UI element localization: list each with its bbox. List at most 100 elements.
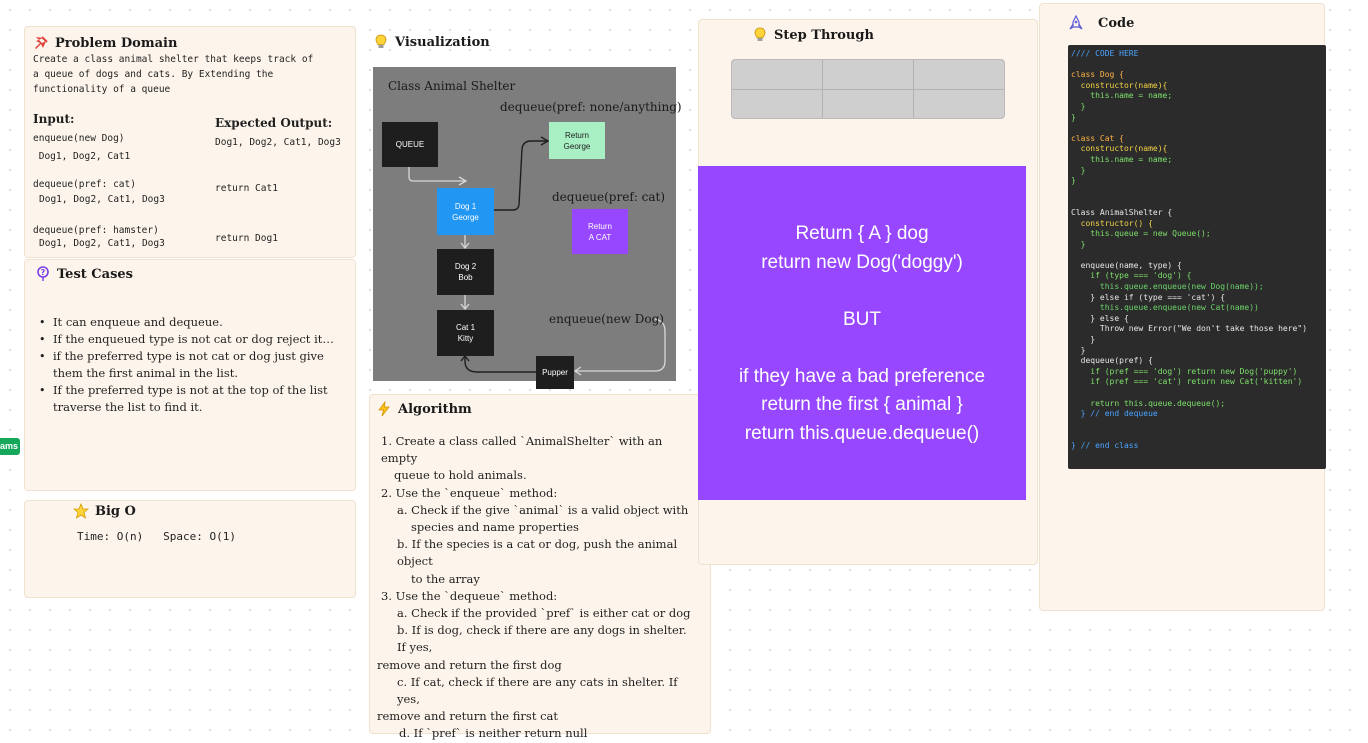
algorithm-line: to the array xyxy=(411,571,480,586)
dequeue-cat-label: dequeue(pref: cat) xyxy=(552,190,666,204)
note-line xyxy=(698,334,1026,363)
code-line: } // end class xyxy=(1071,440,1139,450)
example-output: Dog1, Dog2, Cat1, Dog3 xyxy=(215,137,341,148)
code-line: this.name = name; xyxy=(1071,91,1173,101)
lightbulb-icon xyxy=(752,27,768,43)
code-line: } else { xyxy=(1071,313,1129,323)
big-o-header: Big O xyxy=(73,503,136,519)
step-through-header: Step Through xyxy=(752,27,874,43)
note-line xyxy=(698,277,1026,306)
big-o-card: Big O Time: O(n) Space: O(1) xyxy=(24,500,356,598)
rocket-icon xyxy=(1068,15,1084,31)
code-line: } else if (type === 'cat') { xyxy=(1071,292,1226,302)
note-line: BUT xyxy=(843,308,881,330)
example-input-detail: Dog1, Dog2, Cat1, Dog3 xyxy=(39,194,165,205)
problem-domain-title: Problem Domain xyxy=(55,35,178,51)
code-line: } xyxy=(1071,101,1086,111)
algorithm-title: Algorithm xyxy=(398,401,472,417)
test-cases-list: It can enqueue and dequeue. If the enque… xyxy=(39,314,353,416)
test-cases-header: ? Test Cases xyxy=(35,266,133,282)
algorithm-line: 3. Use the `dequeue` method: xyxy=(381,588,558,603)
algorithm-line: a. Check if the give `animal` is a valid… xyxy=(397,502,689,517)
step-through-title: Step Through xyxy=(774,27,874,43)
algorithm-line: b. If is dog, check if there are any dog… xyxy=(397,623,687,655)
algorithm-line: species and name properties xyxy=(411,520,579,535)
code-line: if (type === 'dog') { xyxy=(1071,271,1192,281)
visualization-title: Visualization xyxy=(395,34,490,50)
algorithm-line: a. Check if the provided `pref` is eithe… xyxy=(397,606,691,621)
list-item: If the preferred type is not at the top … xyxy=(39,382,353,416)
note-line: return new Dog('doggy') xyxy=(761,251,963,273)
code-header: Code xyxy=(1068,15,1134,31)
note-line: return this.queue.dequeue() xyxy=(744,422,980,444)
visualization-header: Visualization xyxy=(373,34,490,50)
algorithm-line: remove and return the first dog xyxy=(377,657,562,672)
table-cell xyxy=(823,90,914,118)
algorithm-line: b. If the species is a cat or dog, push … xyxy=(397,537,678,569)
expected-output-heading: Expected Output: xyxy=(215,116,333,130)
note-line: return the first { animal } xyxy=(761,394,963,415)
algorithm-header: Algorithm xyxy=(376,401,472,417)
code-line: Class AnimalShelter { xyxy=(1071,207,1173,217)
algorithm-line: c. If cat, check if there are any cats i… xyxy=(397,674,678,707)
code-line xyxy=(1071,197,1323,208)
svg-text:?: ? xyxy=(41,268,46,277)
sticky-note[interactable]: Return { A } dog return new Dog('doggy')… xyxy=(698,166,1026,500)
dequeue-any-label: dequeue(pref: none/anything) xyxy=(500,100,682,114)
step-through-table xyxy=(731,59,1005,119)
big-o-title: Big O xyxy=(95,503,136,519)
list-item: It can enqueue and dequeue. xyxy=(39,314,353,331)
problem-description: Create a class animal shelter that keeps… xyxy=(33,54,314,95)
example-input: enqueue(new Dog) xyxy=(33,133,125,144)
enqueue-label: enqueue(new Dog) xyxy=(549,312,664,326)
code-line: } xyxy=(1071,345,1086,355)
code-line: if (pref === 'dog') return new Dog('pupp… xyxy=(1071,366,1298,376)
code-block[interactable]: //// CODE HERE class Dog { constructor(n… xyxy=(1068,45,1326,469)
queue-node: QUEUE xyxy=(382,122,438,167)
code-line: Throw new Error("We don't take those her… xyxy=(1071,324,1308,334)
example-output: return Dog1 xyxy=(215,233,278,244)
code-line xyxy=(1071,60,1323,71)
question-balloon-icon: ? xyxy=(35,266,51,282)
lightning-icon xyxy=(376,401,392,417)
code-line: constructor(name){ xyxy=(1071,144,1168,154)
code-line: } xyxy=(1071,335,1096,345)
code-line: class Dog { xyxy=(1071,70,1124,80)
lightbulb-icon xyxy=(373,34,389,50)
diagram-arrows xyxy=(408,136,666,376)
code-line xyxy=(1071,187,1323,198)
code-line: constructor() { xyxy=(1071,218,1153,228)
code-line: //// CODE HERE xyxy=(1071,49,1139,58)
example-input-detail: Dog1, Dog2, Cat1 xyxy=(33,151,131,162)
code-line: this.queue.enqueue(new Dog(name)); xyxy=(1071,282,1264,292)
algorithm-line: 1. Create a class called `AnimalShelter`… xyxy=(381,434,663,466)
list-item: If the enqueued type is not cat or dog r… xyxy=(39,331,353,348)
input-heading: Input: xyxy=(33,112,75,126)
code-line: this.name = name; xyxy=(1071,154,1173,164)
code-line: enqueue(name, type) { xyxy=(1071,260,1182,270)
code-line: class Cat { xyxy=(1071,133,1124,143)
code-line xyxy=(1071,420,1323,431)
table-cell xyxy=(732,60,823,90)
test-cases-card: ? Test Cases It can enqueue and dequeue.… xyxy=(24,259,356,491)
star-icon xyxy=(73,503,89,519)
code-line: } xyxy=(1071,165,1086,175)
table-cell xyxy=(914,90,1004,118)
table-cell xyxy=(732,90,823,118)
code-title: Code xyxy=(1098,15,1135,31)
code-line: } xyxy=(1071,112,1076,122)
code-line: dequeue(pref) { xyxy=(1071,356,1153,366)
code-line xyxy=(1071,388,1323,399)
algorithm-steps: 1. Create a class called `AnimalShelter`… xyxy=(377,433,697,743)
big-o-text: Time: O(n) Space: O(1) xyxy=(77,530,236,543)
pupper-node: Pupper xyxy=(536,356,574,389)
table-cell xyxy=(823,60,914,90)
example-input: dequeue(pref: cat) xyxy=(33,179,136,190)
algorithm-line: queue to hold animals. xyxy=(394,468,527,483)
collaborator-badge: ams xyxy=(0,438,20,455)
example-input: dequeue(pref: hamster) xyxy=(33,225,159,236)
